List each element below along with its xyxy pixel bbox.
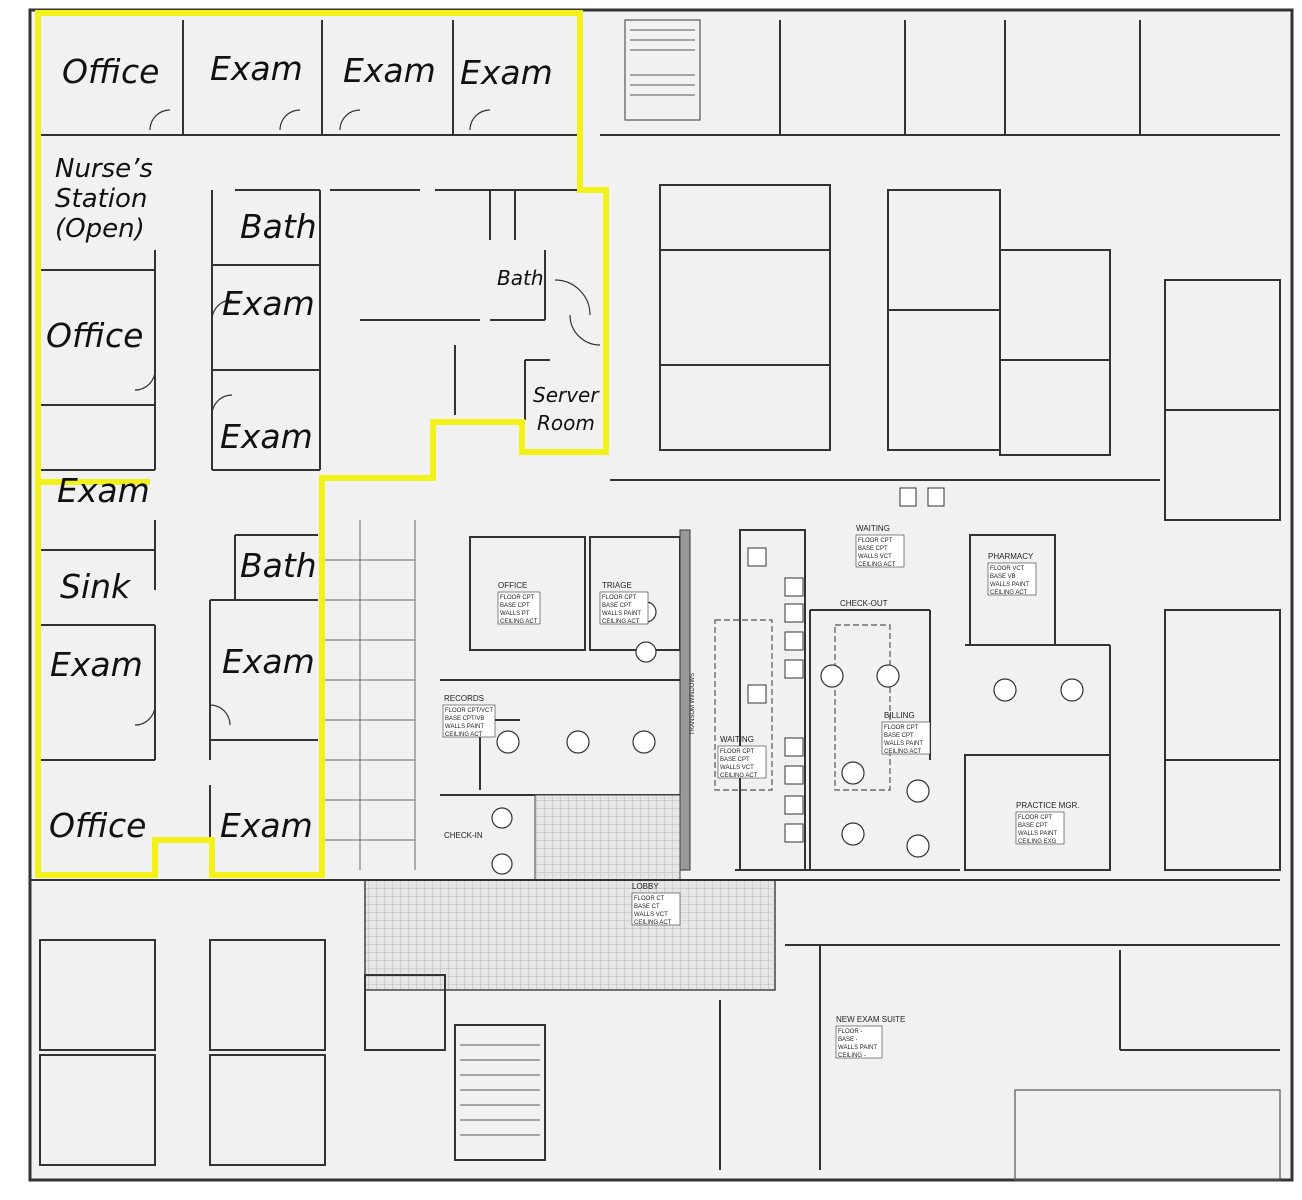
svg-text:CEILING ACT: CEILING ACT (858, 562, 896, 568)
svg-text:BASE CT: BASE CT (634, 904, 660, 910)
tag-waiting-1: FLOOR CPT BASE CPT WALLS VCT CEILING ACT (855, 534, 905, 568)
svg-text:FLOOR CPT: FLOOR CPT (720, 749, 755, 755)
svg-text:BASE CPT/VB: BASE CPT/VB (445, 716, 484, 722)
svg-text:CEILING ACT: CEILING ACT (445, 732, 483, 738)
room-label-office-1: Office (62, 52, 159, 91)
svg-text:BASE CPT: BASE CPT (500, 603, 530, 609)
highlight-zone-upper (35, 10, 609, 878)
room-label-nurses-3: (Open) (55, 214, 145, 244)
svg-text:FLOOR CPT: FLOOR CPT (858, 538, 893, 544)
svg-text:WALLS PAINT: WALLS PAINT (445, 724, 484, 730)
svg-text:WALLS PAINT: WALLS PAINT (884, 741, 923, 747)
svg-text:FLOOR CPT: FLOOR CPT (1018, 815, 1053, 821)
label-lobby: LOBBY (632, 882, 659, 891)
room-label-bath-3: Bath (240, 546, 317, 585)
room-label-exam-1: Exam (210, 49, 303, 88)
svg-text:BASE CPT: BASE CPT (884, 733, 914, 739)
label-transom: TRANSOM WINDOWS (690, 673, 696, 735)
room-label-exam-9: Exam (220, 806, 313, 845)
room-labels: Office Exam Exam Exam Nurse’s Station (O… (46, 49, 600, 845)
svg-text:CEILING ACT: CEILING ACT (500, 619, 538, 625)
right-plan (30, 19, 1281, 1181)
room-label-exam-6: Exam (57, 471, 150, 510)
room-label-exam-4: Exam (222, 284, 315, 323)
room-label-bath-1: Bath (240, 207, 317, 246)
svg-text:WALLS PT: WALLS PT (500, 611, 530, 617)
svg-text:WALLS PAINT: WALLS PAINT (838, 1045, 877, 1051)
svg-text:CEILING EXG: CEILING EXG (1018, 839, 1057, 845)
svg-text:BASE VB: BASE VB (990, 574, 1016, 580)
tag-triage: FLOOR CPT BASE CPT WALLS PAINT CEILING A… (599, 591, 649, 625)
central-plan (322, 487, 1111, 991)
label-triage: TRIAGE (602, 581, 632, 590)
room-label-office-3: Office (49, 806, 146, 845)
tag-office: FLOOR CPT BASE CPT WALLS PT CEILING ACT (497, 591, 541, 625)
label-new-exam-suite: NEW EXAM SUITE (836, 1015, 905, 1024)
svg-text:BASE -: BASE - (838, 1037, 858, 1043)
svg-text:WALLS VCT: WALLS VCT (858, 554, 892, 560)
tag-practice-mgr: FLOOR CPT BASE CPT WALLS PAINT CEILING E… (1015, 811, 1065, 845)
svg-text:CEILING ACT: CEILING ACT (720, 773, 758, 779)
left-wing-walls (40, 20, 601, 870)
svg-text:WALLS VCT: WALLS VCT (720, 765, 754, 771)
svg-text:BASE CPT: BASE CPT (720, 757, 750, 763)
room-label-exam-3: Exam (460, 53, 553, 92)
tag-waiting-2: FLOOR CPT BASE CPT WALLS VCT CEILING ACT (717, 745, 767, 779)
label-check-in: CHECK-IN (444, 831, 483, 840)
svg-text:CEILING ACT: CEILING ACT (990, 590, 1028, 596)
svg-text:BASE CPT: BASE CPT (602, 603, 632, 609)
svg-text:WALLS VCT: WALLS VCT (634, 912, 668, 918)
room-label-exam-2: Exam (343, 51, 436, 90)
label-billing: BILLING (884, 711, 915, 720)
tag-billing: FLOOR CPT BASE CPT WALLS PAINT CEILING A… (881, 721, 931, 755)
tag-new-exam-suite: FLOOR - BASE - WALLS PAINT CEILING - (835, 1025, 883, 1059)
room-label-nurses-1: Nurse’s (55, 154, 153, 184)
room-label-sink: Sink (60, 567, 132, 606)
svg-text:WALLS PAINT: WALLS PAINT (602, 611, 641, 617)
label-pharmacy: PHARMACY (988, 552, 1034, 561)
room-label-server-1: Server (533, 383, 600, 407)
label-check-out: CHECK-OUT (840, 599, 888, 608)
tag-lobby: FLOOR CT BASE CT WALLS VCT CEILING ACT (631, 892, 681, 926)
svg-text:FLOOR CPT: FLOOR CPT (884, 725, 919, 731)
room-label-server-2: Room (537, 411, 595, 435)
svg-text:BASE CPT: BASE CPT (858, 546, 888, 552)
room-label-nurses-2: Station (55, 184, 147, 214)
finish-tags: FLOOR CPT BASE CPT WALLS PT CEILING ACT … (442, 534, 1065, 1059)
svg-text:FLOOR CPT: FLOOR CPT (602, 595, 637, 601)
label-waiting-1: WAITING (856, 524, 890, 533)
svg-text:CEILING ACT: CEILING ACT (602, 619, 640, 625)
svg-text:BASE CPT: BASE CPT (1018, 823, 1048, 829)
tag-pharmacy: FLOOR VCT BASE VB WALLS PAINT CEILING AC… (987, 562, 1037, 596)
svg-text:CEILING ACT: CEILING ACT (884, 749, 922, 755)
svg-text:FLOOR CT: FLOOR CT (634, 896, 665, 902)
tag-records: FLOOR CPT/VCT BASE CPT/VB WALLS PAINT CE… (442, 704, 496, 738)
plan-labels: OFFICE TRIAGE RECORDS CHECK-IN LOBBY WAI… (444, 524, 1080, 1024)
room-label-bath-2: Bath (497, 266, 544, 290)
room-label-exam-5: Exam (220, 417, 313, 456)
label-waiting-2: WAITING (720, 735, 754, 744)
svg-text:FLOOR VCT: FLOOR VCT (990, 566, 1025, 572)
label-practice-mgr: PRACTICE MGR. (1016, 801, 1080, 810)
room-label-exam-8: Exam (222, 642, 315, 681)
svg-text:CEILING -: CEILING - (838, 1053, 866, 1059)
svg-text:CEILING ACT: CEILING ACT (634, 920, 672, 926)
room-label-office-2: Office (46, 316, 143, 355)
svg-text:WALLS PAINT: WALLS PAINT (990, 582, 1029, 588)
svg-text:WALLS PAINT: WALLS PAINT (1018, 831, 1057, 837)
svg-text:FLOOR -: FLOOR - (838, 1029, 862, 1035)
room-label-exam-7: Exam (50, 645, 143, 684)
label-records: RECORDS (444, 694, 484, 703)
svg-text:FLOOR CPT/VCT: FLOOR CPT/VCT (445, 708, 493, 714)
label-office: OFFICE (498, 581, 527, 590)
svg-text:FLOOR CPT: FLOOR CPT (500, 595, 535, 601)
